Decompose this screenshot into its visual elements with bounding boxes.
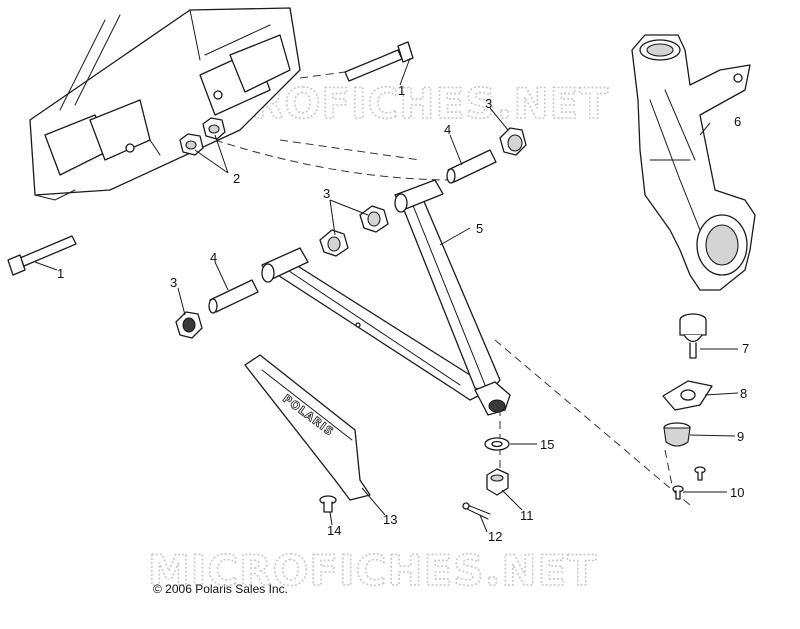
callout-guard-screw: 14	[327, 523, 341, 538]
bolt-left	[7, 235, 77, 276]
leader	[439, 227, 471, 246]
assembly-line	[214, 139, 456, 181]
callout-screws: 10	[730, 485, 744, 500]
callout-knuckle: 6	[734, 114, 741, 129]
callout-bolt-right: 1	[398, 83, 405, 98]
callout-cotter-pin: 12	[488, 529, 502, 544]
leader	[34, 261, 58, 271]
callout-ball-joint: 7	[742, 341, 749, 356]
a-arm	[261, 179, 511, 416]
callout-washer: 15	[540, 437, 554, 452]
sleeve-upper	[446, 149, 497, 184]
guard-screw	[319, 495, 337, 513]
copyright-notice: © 2006 Polaris Sales Inc.	[153, 582, 288, 596]
leader	[501, 489, 523, 511]
callout-boot: 9	[737, 429, 744, 444]
watermark-bottom: MICROFICHES.NET	[148, 546, 597, 595]
leader	[177, 287, 186, 316]
knuckle	[631, 34, 756, 291]
leader	[399, 57, 411, 86]
assembly-line	[299, 71, 346, 79]
leader	[329, 199, 369, 236]
bushing-lower	[175, 311, 203, 339]
leader	[214, 261, 229, 291]
screws	[672, 466, 706, 500]
callout-bushing-lower: 3	[170, 275, 177, 290]
sleeve-lower	[208, 279, 259, 314]
leader	[704, 392, 739, 396]
cotter-pin	[462, 502, 491, 520]
frame-assembly	[29, 7, 301, 201]
plate	[662, 380, 713, 411]
callout-sleeve-lower: 4	[210, 250, 217, 265]
assembly-line	[494, 339, 691, 506]
bushing-upper	[499, 127, 527, 156]
callout-bushing-upper: 3	[485, 96, 492, 111]
boot	[663, 422, 691, 447]
callout-castle-nut: 11	[520, 508, 534, 523]
callout-plate: 8	[740, 386, 747, 401]
leader	[489, 107, 509, 131]
assembly-line	[664, 449, 673, 486]
skid-guard: POLARIS	[244, 354, 371, 501]
assembly-line	[279, 139, 421, 161]
leader	[449, 134, 463, 166]
callout-bolt-left: 1	[57, 266, 64, 281]
leader	[194, 134, 229, 174]
leader	[689, 434, 736, 437]
callout-bushing-middle: 3	[323, 186, 330, 201]
nuts	[179, 117, 226, 156]
callout-nuts: 2	[233, 171, 240, 186]
callout-sleeve-upper: 4	[444, 122, 451, 137]
callout-a-arm: 5	[476, 221, 483, 236]
castle-nut	[486, 468, 509, 496]
washer	[484, 437, 510, 451]
leader	[361, 487, 386, 516]
ball-joint	[679, 313, 707, 359]
bolt-right	[344, 41, 414, 82]
leader	[479, 514, 488, 533]
bushing-middle	[319, 205, 389, 257]
callout-skid-guard: 13	[383, 512, 397, 527]
leader	[699, 122, 711, 136]
leader	[329, 511, 333, 526]
